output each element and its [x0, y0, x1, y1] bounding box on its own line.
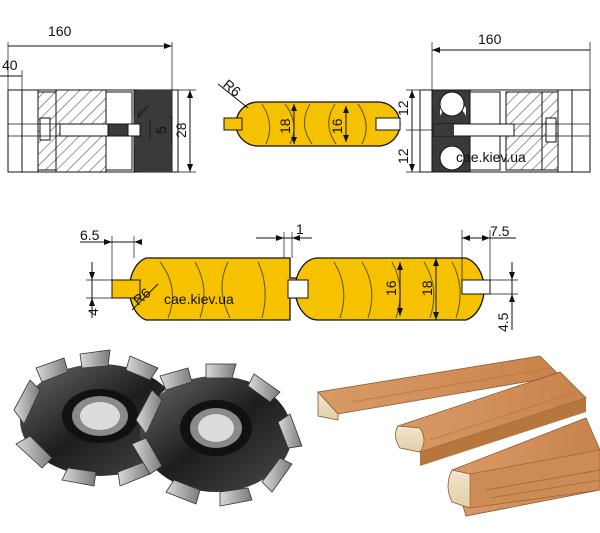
cutter-section-right: 160 12 12 cae.kiev.ua	[395, 31, 591, 173]
dim-width-160: 160	[48, 23, 72, 39]
dim-lower-12: 12	[395, 148, 411, 164]
dim-thickness-16: 16	[329, 118, 345, 134]
dim-upper-12: 12	[395, 100, 411, 116]
dim-thickness-16-mid: 16	[383, 280, 399, 296]
watermark-top: cae.kiev.ua	[456, 149, 526, 165]
dim-groove-4-5: 4.5	[495, 312, 511, 332]
dim-height-28: 28	[173, 122, 189, 138]
dim-gap-1: 1	[296, 221, 304, 237]
dim-thickness-18-mid: 18	[419, 280, 435, 296]
dim-offset-40: 40	[2, 57, 18, 73]
dim-radius-r6-top: R6	[220, 76, 244, 100]
dim-width-160-right: 160	[478, 31, 502, 47]
cutter-set-illustration	[13, 349, 303, 507]
dim-depth-7-5: 7.5	[490, 223, 510, 239]
joined-boards-profile: 6.5 1 7.5 4 4.5 R6 16	[80, 221, 518, 332]
watermark-middle: cae.kiev.ua	[164, 291, 234, 307]
dim-tongue-4: 4	[85, 308, 101, 316]
dim-depth-6-5: 6.5	[80, 227, 100, 243]
dim-slot-5: 5	[153, 126, 169, 134]
lining-boards-illustration	[317, 355, 600, 517]
cutter-section-left: 160 40 5 28	[0, 23, 196, 173]
dim-thickness-18: 18	[277, 118, 293, 134]
board-profile-top: 18 16 R6	[217, 76, 401, 147]
